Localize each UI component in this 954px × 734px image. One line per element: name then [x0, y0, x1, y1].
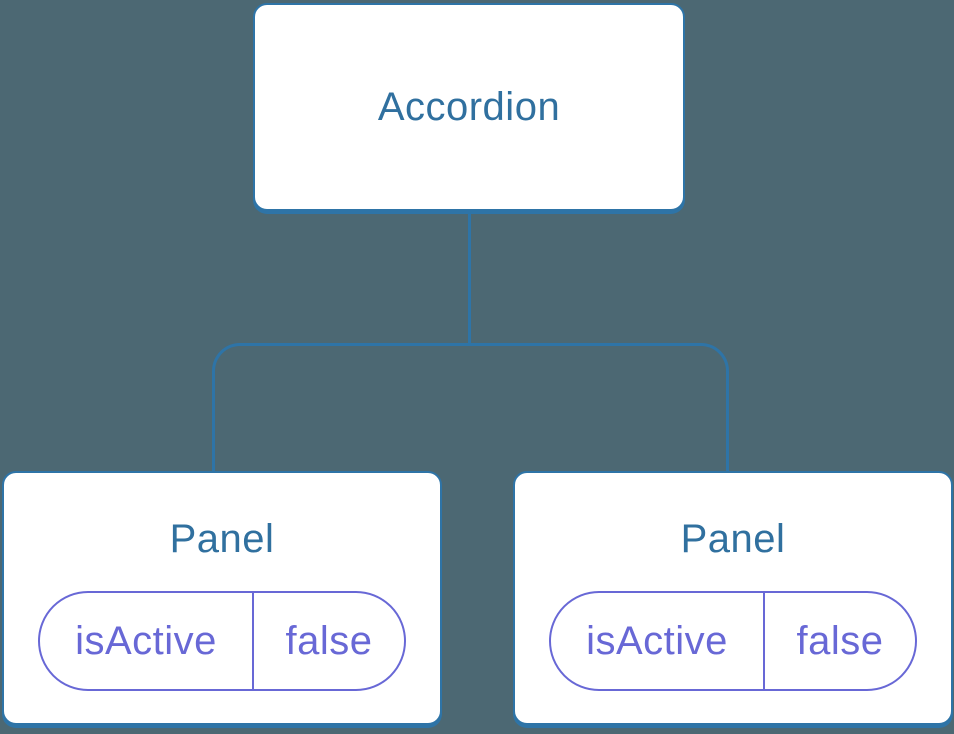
state-value: false: [796, 618, 884, 663]
tree-connector-stem: [468, 211, 471, 346]
state-pill-divider: [763, 593, 765, 689]
tree-connector-branch: [212, 343, 729, 471]
panel-node-label: Panel: [680, 517, 786, 561]
panel-node-label: Panel: [169, 517, 275, 561]
accordion-node: Accordion: [253, 3, 685, 211]
state-pill: isActive false: [38, 591, 406, 691]
panel-node-right: Panel isActive false: [513, 471, 953, 725]
state-value: false: [285, 618, 373, 663]
state-pill: isActive false: [549, 591, 917, 691]
state-name: isActive: [586, 618, 728, 663]
state-name: isActive: [75, 618, 217, 663]
panel-node-left: Panel isActive false: [2, 471, 442, 725]
accordion-node-label: Accordion: [377, 84, 561, 129]
state-pill-divider: [252, 593, 254, 689]
